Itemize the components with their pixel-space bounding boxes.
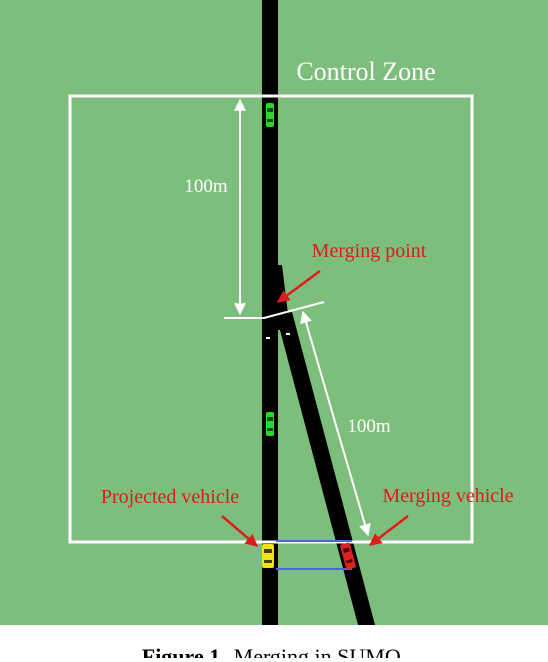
ramp-distance-arrow bbox=[300, 310, 371, 537]
merging-vehicle-label: Merging vehicle bbox=[382, 485, 513, 507]
caption-prefix: Figure 1. bbox=[142, 644, 226, 658]
car-icon bbox=[262, 544, 274, 568]
car-icon bbox=[266, 412, 274, 436]
car-icon bbox=[340, 542, 356, 570]
merging-point-arrow bbox=[276, 269, 321, 304]
projected-vehicle-label: Projected vehicle bbox=[101, 486, 239, 508]
projected-vehicle-arrow bbox=[221, 515, 258, 547]
caption-text: Merging in SUMO. bbox=[234, 644, 407, 658]
car-icon bbox=[266, 103, 274, 127]
control-zone-label: Control Zone bbox=[296, 57, 435, 86]
merging-point-label: Merging point bbox=[312, 240, 427, 262]
merging-vehicle-arrow bbox=[369, 515, 409, 546]
ramp-distance-label: 100m bbox=[347, 416, 391, 437]
merging-point-line bbox=[224, 301, 325, 319]
control-zone-border bbox=[68, 94, 474, 544]
upstream-distance-label: 100m bbox=[184, 176, 228, 197]
figure-caption: Figure 1. Merging in SUMO. bbox=[142, 644, 406, 658]
